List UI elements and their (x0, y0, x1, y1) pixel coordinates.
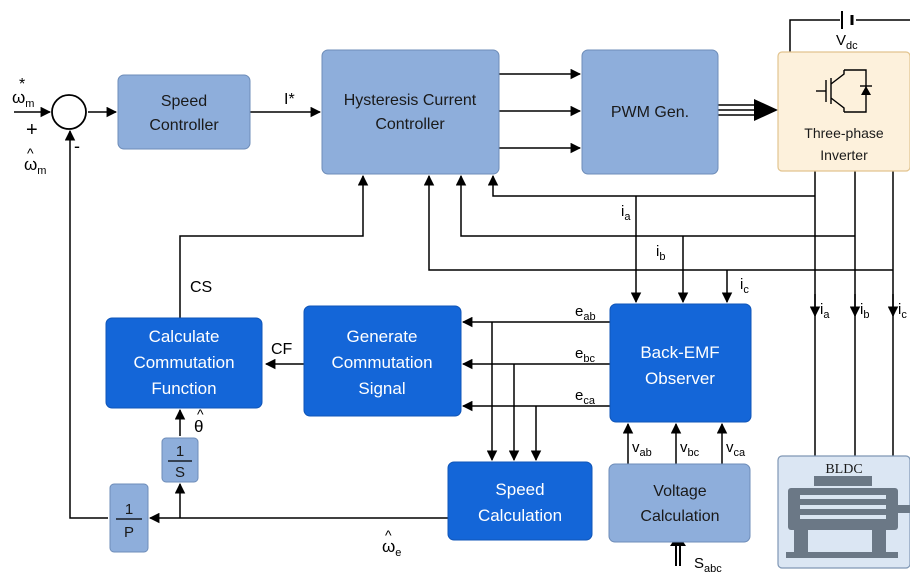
wires (14, 11, 910, 566)
omega-hat-m-hat: ^ (27, 145, 34, 161)
backemf-line1: Back-EMF (640, 343, 719, 362)
omega-hat-e-label: ωe (382, 537, 401, 559)
inverter-block: Three-phase Inverter (777, 51, 910, 172)
wire-cs (179, 174, 369, 318)
theta-hat-label: θ (194, 417, 203, 436)
cs-label: CS (190, 279, 212, 296)
speed-controller-line2: Controller (149, 117, 219, 134)
cf-label: CF (271, 341, 293, 358)
pole-gain-block: 1 P (109, 483, 149, 553)
signal-labels: ωm * + - ωm ^ I* Vdc ia ib ic ia ib ic C… (12, 32, 907, 575)
hysteresis-line2: Controller (375, 116, 445, 133)
hysteresis-line1: Hysteresis Current (344, 92, 477, 109)
sabc-label: Sabc (694, 555, 722, 575)
bldc-motor: BLDC (777, 455, 910, 569)
voltage-calculation-block: Voltage Calculation (608, 463, 751, 543)
ib-m-label: ib (860, 301, 869, 321)
integrator-num: 1 (176, 443, 184, 460)
speed-controller-line1: Speed (161, 93, 207, 110)
omega-ref-star: * (19, 76, 25, 93)
wire-ia-fb (487, 174, 815, 197)
pwm-gen-block: PWM Gen. (581, 49, 719, 175)
calc-commutation-line2: Commutation (133, 353, 234, 372)
summing-junction (51, 94, 87, 130)
hysteresis-controller-block: Hysteresis Current Controller (321, 49, 500, 175)
minus-sign: - (74, 136, 80, 156)
motor-icon (786, 476, 910, 558)
motor-label: BLDC (825, 462, 862, 477)
speed-calc-line2: Calculation (478, 506, 562, 525)
pwm-label: PWM Gen. (611, 104, 689, 121)
gen-commutation-block: Generate Commutation Signal (303, 305, 462, 417)
inverter-line2: Inverter (820, 147, 868, 163)
vca-label: vca (726, 439, 746, 459)
ia-m-label: ia (820, 301, 830, 321)
speed-calc-line1: Speed (495, 480, 544, 499)
vbc-label: vbc (680, 439, 700, 459)
integrator-den: S (175, 464, 185, 481)
ib-fb-label: ib (656, 243, 665, 263)
integrator-block: 1 S (161, 437, 199, 483)
omega-ref-label: ωm (12, 88, 34, 110)
calc-commutation-line3: Function (151, 379, 216, 398)
vdc-label: Vdc (836, 32, 858, 52)
ic-m-label: ic (898, 301, 907, 321)
calc-commutation-block: Calculate Commutation Function (105, 317, 263, 409)
omega-hat-m-label: ωm (24, 155, 46, 177)
ia-fb-label: ia (621, 203, 631, 223)
gen-commutation-line2: Commutation (331, 353, 432, 372)
gen-commutation-line1: Generate (347, 327, 418, 346)
ic-fb-label: ic (740, 276, 749, 296)
wire-omega-m-fb (64, 129, 108, 519)
backemf-observer-block: Back-EMF Observer (609, 303, 752, 423)
inverter-line1: Three-phase (804, 125, 884, 141)
speed-calculation-block: Speed Calculation (447, 461, 593, 541)
i-star-label: I* (284, 91, 295, 108)
eab-label: eab (575, 303, 596, 323)
plus-sign: + (26, 119, 38, 141)
backemf-line2: Observer (645, 369, 715, 388)
wire-ic-fb (423, 174, 893, 271)
igbt-icon (816, 69, 872, 113)
pole-gain-den: P (124, 524, 134, 541)
gen-commutation-line3: Signal (358, 379, 405, 398)
ebc-label: ebc (575, 345, 595, 365)
pwm-big-arrow (754, 99, 778, 121)
omega-hat-e-hat: ^ (385, 527, 392, 543)
speed-controller-block: Speed Controller (117, 74, 251, 150)
pole-gain-num: 1 (125, 501, 133, 518)
voltage-calc-line2: Calculation (640, 508, 719, 525)
wire-dc-left (789, 19, 840, 52)
theta-hat-hat: ^ (197, 406, 204, 422)
voltage-calc-line1: Voltage (653, 483, 706, 500)
eca-label: eca (575, 387, 596, 407)
wire-ib-fb (455, 174, 855, 237)
calc-commutation-line1: Calculate (149, 327, 220, 346)
vab-label: vab (632, 439, 652, 459)
